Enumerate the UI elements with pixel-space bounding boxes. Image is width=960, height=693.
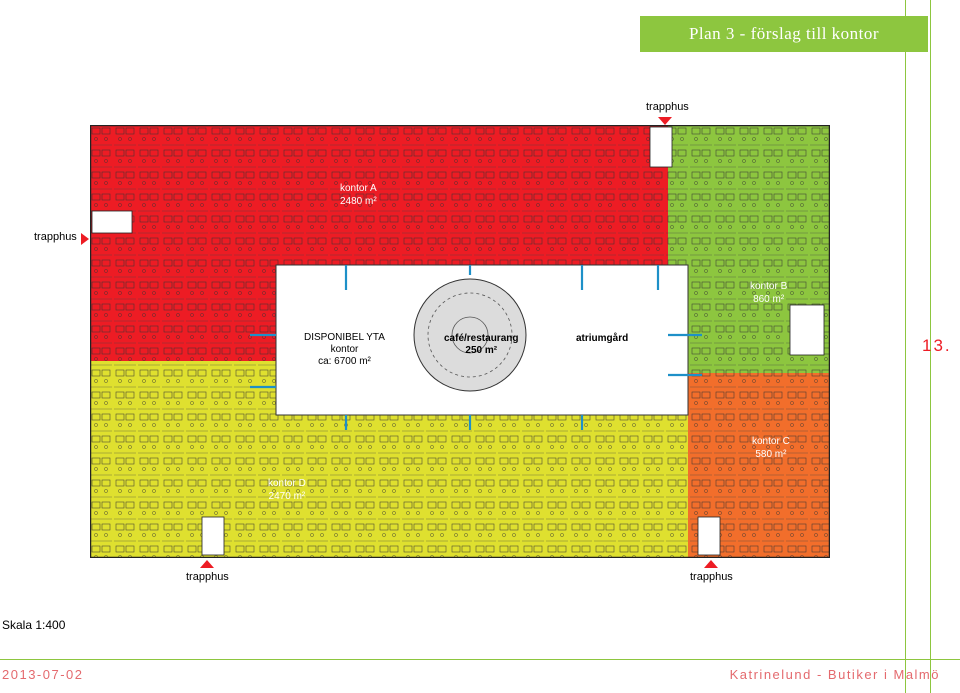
available-space-line1: DISPONIBEL YTA xyxy=(304,332,385,343)
stair-core-bottom-left xyxy=(201,516,225,556)
zone-kontor-b-area: 860 m² xyxy=(753,294,785,305)
zone-kontor-d-area: 2470 m² xyxy=(268,491,306,502)
zone-kontor-a-label: kontor A 2480 m² xyxy=(340,182,377,208)
zone-kontor-c-label: kontor C 580 m² xyxy=(752,435,790,461)
cafe-inner xyxy=(427,292,513,378)
stair-core-top xyxy=(649,126,673,168)
zone-kontor-b-name: kontor B xyxy=(750,281,788,292)
page-title: Plan 3 - förslag till kontor xyxy=(688,24,880,43)
cafe-name: café/restaurang xyxy=(444,333,519,344)
stair-core-bottom-right xyxy=(697,516,721,556)
footer-divider xyxy=(0,659,960,660)
cafe-core xyxy=(451,316,489,354)
page-number: 13. xyxy=(922,336,952,355)
stair-label-bottom-right: trapphus xyxy=(690,571,733,583)
zone-kontor-a-area: 2480 m² xyxy=(340,196,377,207)
available-space-line3: ca: 6700 m² xyxy=(318,356,371,367)
zone-kontor-b-label: kontor B 860 m² xyxy=(750,280,787,306)
zone-kontor-d-label: kontor D 2470 m² xyxy=(268,477,306,503)
cafe-label: café/restaurang 250 m² xyxy=(444,333,518,357)
zone-kontor-d-name: kontor D xyxy=(268,478,306,489)
access-arrows xyxy=(250,265,702,430)
floor-plan xyxy=(90,125,830,558)
stair-core-left xyxy=(91,210,133,234)
available-space-label: DISPONIBEL YTA kontor ca: 6700 m² xyxy=(304,332,385,368)
stair-label-bottom-left: trapphus xyxy=(186,571,229,583)
stair-label-top: trapphus xyxy=(646,101,689,113)
page-title-box: Plan 3 - förslag till kontor xyxy=(640,16,928,52)
border-line-right-1 xyxy=(905,0,906,693)
footer-date: 2013-07-02 xyxy=(2,667,84,682)
cafe-outer xyxy=(413,278,527,392)
zone-kontor-a-name: kontor A xyxy=(340,183,377,194)
stair-label-left: trapphus xyxy=(34,231,77,243)
zone-kontor-c-area: 580 m² xyxy=(755,449,787,460)
footer-project: Katrinelund - Butiker i Malmö xyxy=(729,667,940,682)
scale-label: Skala 1:400 xyxy=(2,618,66,632)
available-space-line2: kontor xyxy=(330,344,359,355)
stair-marker-bottom-right xyxy=(704,560,718,568)
border-line-right-2 xyxy=(930,0,931,693)
zone-kontor-c-name: kontor C xyxy=(752,436,790,447)
cafe-area: 250 m² xyxy=(465,345,498,356)
stair-marker-left xyxy=(81,233,89,245)
stair-core-right xyxy=(789,304,825,356)
outer-wall xyxy=(90,125,830,558)
atrium-label: atriumgård xyxy=(576,333,629,344)
stair-marker-bottom-left xyxy=(200,560,214,568)
stair-marker-top xyxy=(658,117,672,125)
